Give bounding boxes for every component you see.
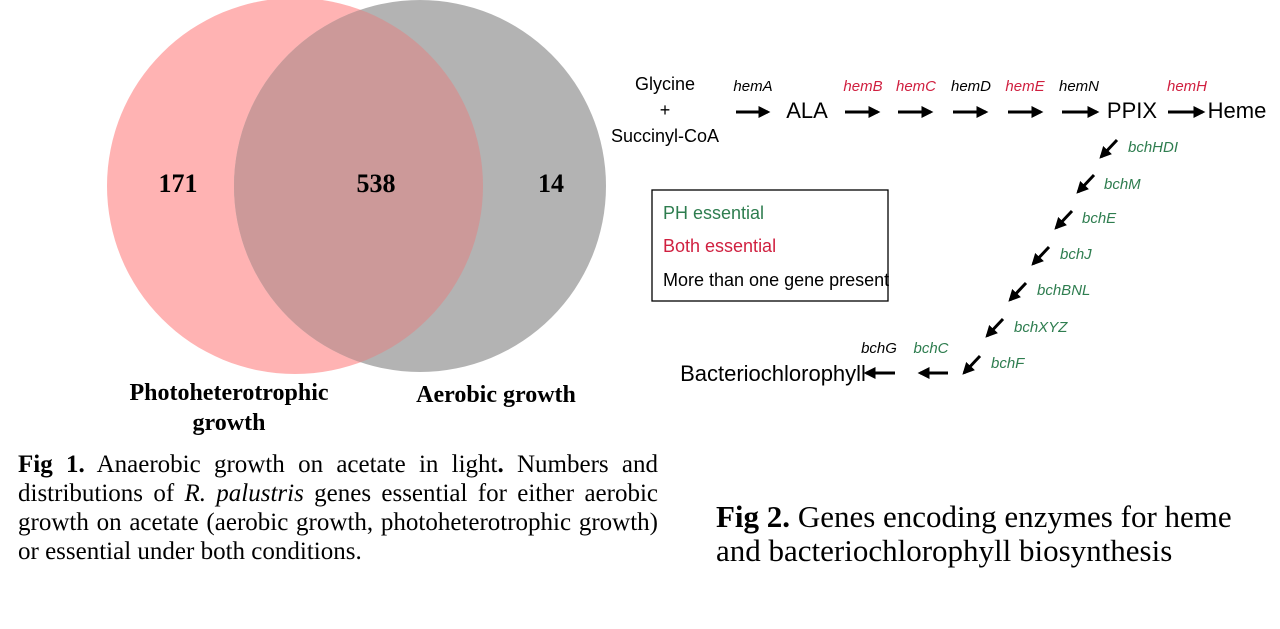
pathway-arrow-bch-3 [1054, 209, 1074, 230]
pathway-arrow-bch-7 [962, 354, 982, 375]
ppix-label: PPIX [1107, 98, 1157, 123]
fig1-caption-text2: Numbers and distributions of [18, 451, 659, 507]
legend-both-essential: Both essential [663, 236, 776, 256]
gene-label-bchG: bchG [861, 340, 897, 357]
legend: PH essential Both essential More than on… [651, 189, 889, 302]
pathway-arrow-bch-5 [1008, 281, 1028, 302]
fig1-caption-species: R. palustris [184, 480, 304, 507]
gene-label-hemC: hemC [896, 78, 936, 95]
pathway-arrow-bch-2 [1076, 173, 1096, 194]
legend-more-than-one-gene: More than one gene present [663, 270, 889, 290]
bacteriochlorophyll-label: Bacteriochlorophyll [680, 361, 866, 386]
photoheterotrophic-label-line2: growth [193, 410, 266, 436]
fig1-caption-label: Fig 1. [18, 451, 85, 478]
gene-label-bchE: bchE [1082, 210, 1117, 227]
photoheterotrophic-label-line1: Photoheterotrophic [129, 380, 328, 406]
aerobic-only-count: 14 [538, 169, 564, 198]
succinyl-coa-label: Succinyl-CoA [611, 126, 719, 146]
heme-label: Heme [1208, 98, 1267, 123]
glycine-label: Glycine [635, 74, 695, 94]
pathway-arrow-bch-4 [1031, 245, 1051, 266]
fig2-caption-text: Genes encoding enzymes for heme and bact… [716, 499, 1232, 568]
plus-sign: + [660, 100, 671, 120]
venn-overlap-region [234, 0, 483, 372]
gene-label-bchXYZ: bchXYZ [1014, 319, 1068, 336]
legend-box [651, 189, 889, 302]
gene-label-hemH: hemH [1167, 78, 1207, 95]
gene-label-bchM: bchM [1104, 176, 1141, 193]
aerobic-label: Aerobic growth [416, 382, 576, 408]
fig1-caption-period: . [497, 451, 504, 478]
gene-label-hemB: hemB [843, 78, 882, 95]
gene-label-bchJ: bchJ [1060, 246, 1092, 263]
gene-label-hemN: hemN [1059, 78, 1099, 95]
pathway-arrow-bch-6 [985, 317, 1005, 338]
gene-label-bchF: bchF [991, 355, 1025, 372]
fig1-caption: Fig 1. Anaerobic growth on acetate in li… [18, 450, 658, 566]
fig2-caption-label: Fig 2. [716, 499, 791, 534]
venn-diagram: 171 538 14 Photoheterotrophic growth Aer… [107, 0, 606, 436]
gene-label-bchHDI: bchHDI [1128, 139, 1178, 156]
gene-label-bchC: bchC [913, 340, 948, 357]
photoheterotrophic-only-count: 171 [159, 169, 198, 198]
both-conditions-count: 538 [357, 169, 396, 198]
fig1-caption-text3: genes essential for either aerobic growt… [18, 480, 659, 565]
legend-ph-essential: PH essential [663, 203, 764, 223]
heme-gene-labels: hemA hemB hemC hemD hemE hemN hemH [733, 78, 1207, 95]
pathway-diagram: Glycine + Succinyl-CoA ALA PPIX Heme Bac… [611, 74, 1266, 386]
gene-label-bchBNL: bchBNL [1037, 282, 1090, 299]
pathway-arrows [736, 106, 1206, 379]
gene-label-hemA: hemA [733, 78, 772, 95]
ala-label: ALA [786, 98, 828, 123]
bch-gene-labels: bchHDI bchM bchE bchJ bchBNL bchXYZ bchF bchC bc… [861, 139, 1178, 372]
gene-label-hemD: hemD [951, 78, 991, 95]
fig1-caption-text1: Anaerobic growth on acetate in light [84, 451, 498, 478]
pathway-arrow-bch-1 [1099, 138, 1119, 159]
gene-label-hemE: hemE [1005, 78, 1045, 95]
fig2-caption: Fig 2. Genes encoding enzymes for heme a… [716, 500, 1256, 568]
